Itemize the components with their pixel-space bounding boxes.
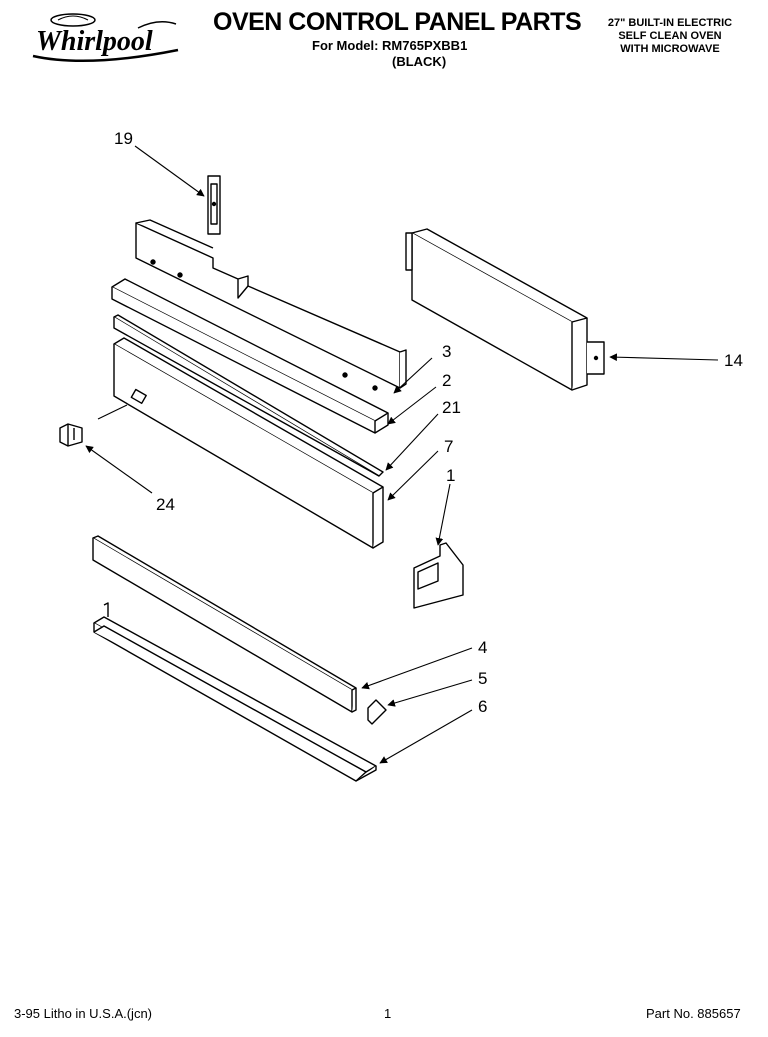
callout-4: 4	[478, 638, 487, 657]
part-2-channel	[111, 278, 389, 434]
footer-part-number: Part No. 885657	[646, 1006, 741, 1021]
leader-4	[361, 647, 473, 690]
leader-21	[385, 413, 439, 471]
part-3-rear-panel	[135, 219, 407, 391]
part-19-bracket	[207, 175, 221, 235]
callout-21: 21	[442, 398, 461, 417]
logo-wordmark: Whirlpool	[36, 26, 153, 57]
product-description-line-3: WITH MICROWAVE	[620, 43, 720, 55]
leader-5	[387, 679, 473, 707]
callout-7: 7	[444, 437, 453, 456]
leader-2	[387, 386, 437, 425]
finish-color: (BLACK)	[392, 54, 447, 69]
callout-1: 1	[446, 466, 455, 485]
callout-2: 2	[442, 371, 451, 390]
callout-14: 14	[724, 351, 743, 370]
callout-3: 3	[442, 342, 451, 361]
part-4-trim-strip	[92, 535, 357, 713]
whirlpool-logo: Whirlpool	[32, 13, 179, 63]
part-14-control-box	[405, 228, 605, 391]
leader-24	[85, 445, 153, 494]
leader-3	[393, 357, 433, 394]
part-1-end-bracket	[413, 542, 464, 609]
part-24-plug	[59, 423, 83, 447]
part-21-trim-strip	[113, 314, 384, 477]
leader-24-panel	[97, 404, 128, 420]
model-number: For Model: RM765PXBB1	[312, 38, 468, 53]
leader-19	[134, 145, 205, 197]
footer-page-number: 1	[384, 1006, 392, 1021]
callout-6: 6	[478, 697, 487, 716]
part-6-bottom-rail	[93, 602, 377, 782]
leader-14	[609, 353, 719, 362]
page-title: OVEN CONTROL PANEL PARTS	[213, 8, 582, 36]
product-description-line-1: 27" BUILT-IN ELECTRIC	[607, 17, 733, 29]
callout-5: 5	[478, 669, 487, 688]
part-5-end-cap	[367, 699, 387, 725]
leader-1	[435, 483, 451, 546]
leader-6	[379, 709, 473, 764]
footer-date-litho: 3-95 Litho in U.S.A.(jcn)	[14, 1006, 153, 1021]
product-description-line-2: SELF CLEAN OVEN	[618, 30, 722, 42]
leader-7	[387, 450, 439, 501]
callout-24: 24	[156, 495, 175, 514]
part-7-control-panel	[113, 337, 384, 549]
callout-19: 19	[114, 129, 133, 148]
